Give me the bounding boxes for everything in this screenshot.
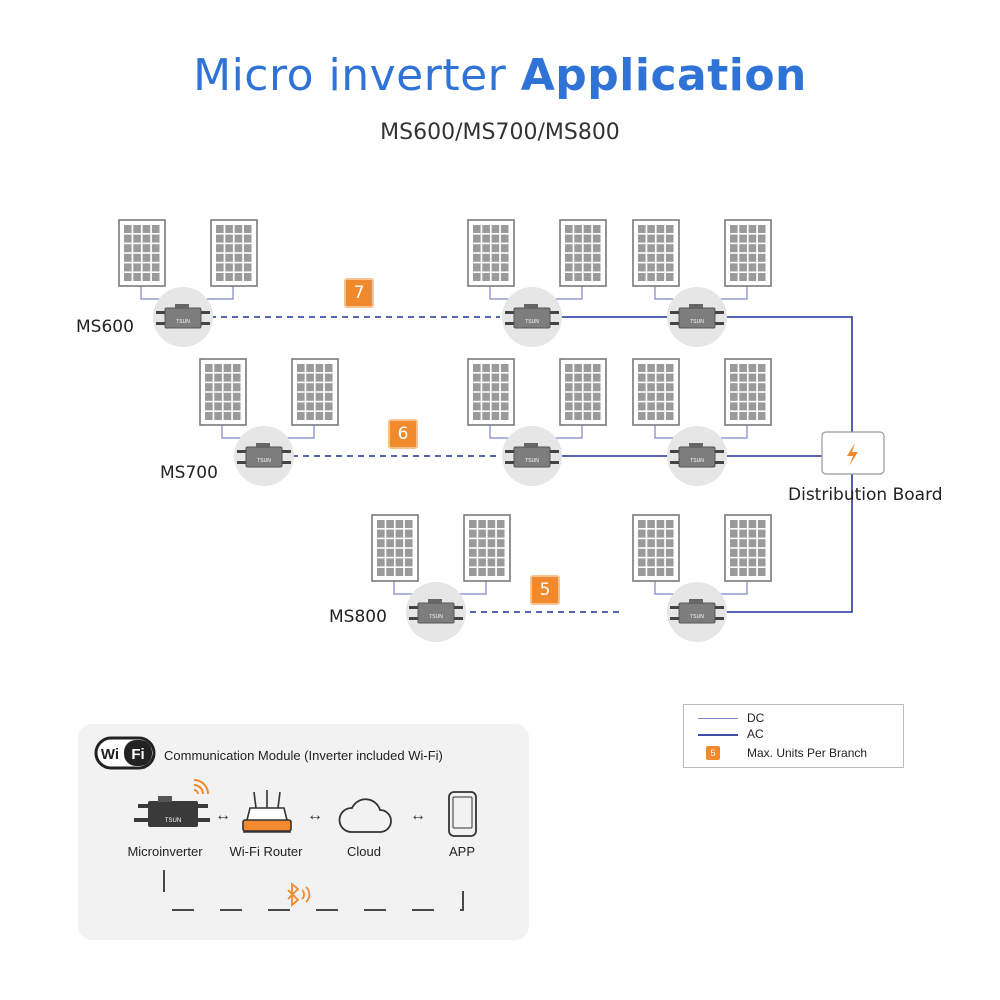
- microinverter-ms800-1: TSUN: [406, 582, 466, 642]
- solar-panel: [724, 514, 772, 582]
- microinverter-ms700-2: TSUN: [502, 426, 562, 486]
- max-units-badge-ms700: 6: [388, 419, 418, 449]
- wifi-logo-icon: Wi Fi: [94, 736, 156, 770]
- cloud-icon: [338, 798, 392, 833]
- ac-line-swatch: [698, 734, 738, 736]
- solar-panel: [463, 514, 511, 582]
- svg-text:Fi: Fi: [131, 746, 144, 763]
- solar-panel: [467, 358, 515, 426]
- solar-panel: [371, 514, 419, 582]
- max-units-badge-ms800: 5: [530, 575, 560, 605]
- connector-arrow-2: ↔: [307, 807, 323, 824]
- legend-dc-label: DC: [747, 711, 765, 725]
- wifi-router-label: Wi-Fi Router: [229, 844, 303, 859]
- inverter-brand-label: TSUN: [429, 614, 443, 620]
- communication-module-panel: Wi Fi TSUN: [78, 724, 529, 940]
- solar-panel: [632, 514, 680, 582]
- inverter-brand-label: TSUN: [257, 458, 271, 464]
- svg-text:Wi: Wi: [101, 746, 119, 763]
- solar-panel: [559, 358, 607, 426]
- solar-panel: [118, 219, 166, 287]
- inverter-brand-label: TSUN: [690, 614, 704, 620]
- page-title: Micro inverter Application: [193, 50, 807, 101]
- solar-panel: [559, 219, 607, 287]
- microinverter-ms600-2: TSUN: [502, 287, 562, 347]
- inverter-brand-label: TSUN: [525, 319, 539, 325]
- inverter-brand-label: TSUN: [525, 458, 539, 464]
- legend-dc: DC: [684, 711, 903, 727]
- wifi-router-icon: [242, 790, 292, 833]
- cloud-label: Cloud: [347, 844, 381, 859]
- solar-panel: [467, 219, 515, 287]
- legend: DC AC 5 Max. Units Per Branch: [683, 704, 904, 768]
- solar-panel: [210, 219, 258, 287]
- connector-arrow-3: ↔: [410, 807, 426, 824]
- inverter-brand-label: TSUN: [690, 458, 704, 464]
- branch-label-ms700: MS700: [160, 463, 218, 483]
- distribution-board: [821, 431, 885, 475]
- solar-panel: [199, 358, 247, 426]
- lightning-bolt-icon: [847, 443, 858, 466]
- microinverter-ms700-1: TSUN: [234, 426, 294, 486]
- wifi-signal-icon: [193, 779, 209, 795]
- legend-badge-label: Max. Units Per Branch: [747, 746, 868, 760]
- max-units-badge-ms600: 7: [344, 278, 374, 308]
- solar-panel: [632, 358, 680, 426]
- solar-panel: [724, 358, 772, 426]
- microinverter-ms600-1: TSUN: [153, 287, 213, 347]
- legend-badge: 5 Max. Units Per Branch: [684, 746, 903, 762]
- microinverter-icon: TSUN: [134, 796, 210, 827]
- branch-label-ms800: MS800: [329, 607, 387, 627]
- legend-ac-label: AC: [747, 727, 764, 741]
- microinverter-ms600-3: TSUN: [667, 287, 727, 347]
- microinverter-label: Microinverter: [127, 844, 203, 859]
- distribution-board-label: Distribution Board: [788, 485, 943, 505]
- branch-label-ms600: MS600: [76, 317, 134, 337]
- connector-arrow-1: ↔: [215, 807, 231, 824]
- inverter-brand-label: TSUN: [176, 319, 190, 325]
- inverter-brand-label: TSUN: [690, 319, 704, 325]
- app-label: APP: [448, 844, 475, 859]
- communication-module-title: Communication Module (Inverter included …: [164, 748, 443, 763]
- page-subtitle: MS600/MS700/MS800: [380, 120, 620, 145]
- microinverter-ms700-3: TSUN: [667, 426, 727, 486]
- dc-line-swatch: [698, 718, 738, 719]
- bluetooth-icon: [287, 882, 311, 907]
- legend-ac: AC: [684, 727, 903, 743]
- svg-text:TSUN: TSUN: [165, 818, 181, 824]
- legend-badge-swatch: 5: [706, 746, 720, 760]
- solar-panel: [632, 219, 680, 287]
- microinverter-ms800-2: TSUN: [667, 582, 727, 642]
- solar-panel: [724, 219, 772, 287]
- solar-panel: [291, 358, 339, 426]
- phone-app-icon: [448, 791, 477, 837]
